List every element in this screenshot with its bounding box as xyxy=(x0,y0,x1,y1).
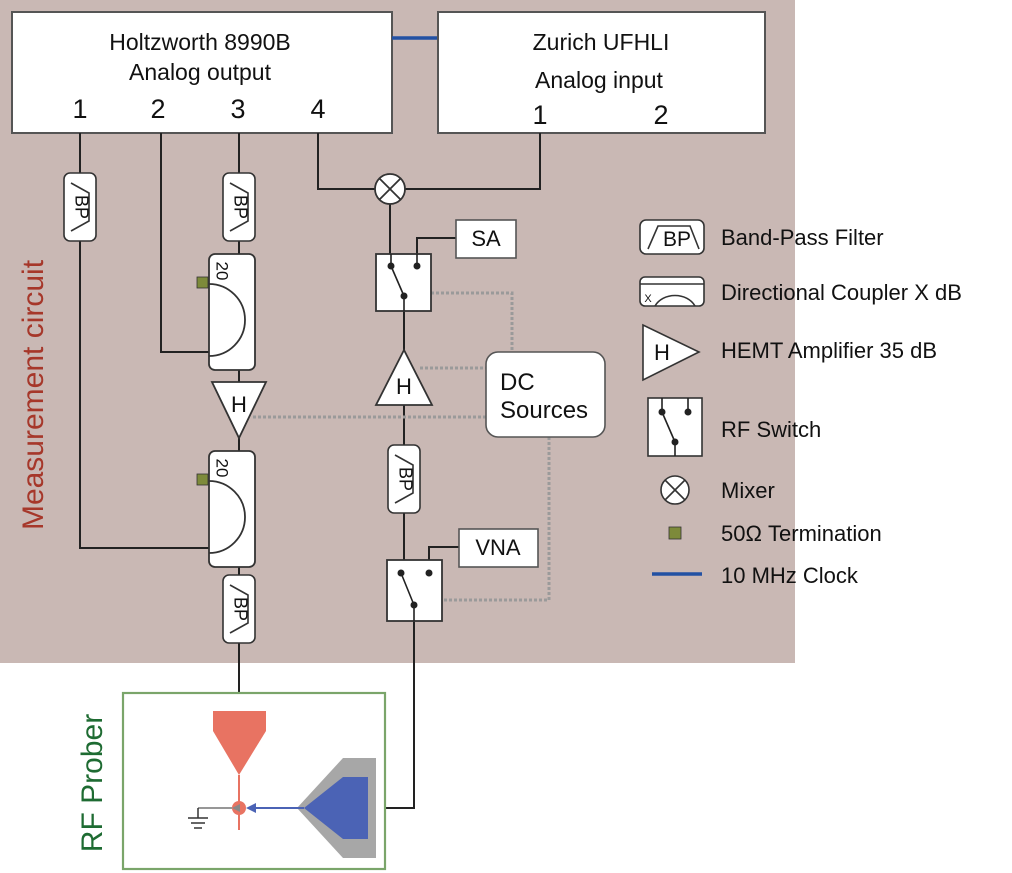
awg-port-1: 1 xyxy=(72,94,87,124)
awg-instrument: Holtzworth 8990B Analog output 1 2 3 4 xyxy=(11,11,393,134)
dc-bias-lines xyxy=(253,291,551,602)
readout-probe-body xyxy=(304,777,368,839)
ground-icon xyxy=(188,807,232,829)
awg-port-4: 4 xyxy=(310,94,325,124)
legend-label-bandpass: Band-Pass Filter xyxy=(721,225,884,250)
lockin-instrument: Zurich UFHLI Analog input 1 2 xyxy=(437,11,766,134)
legend-label-clock: 10 MHz Clock xyxy=(721,563,859,588)
svg-text:X: X xyxy=(644,293,652,305)
bandpass-filter-out-label: BP xyxy=(230,597,250,621)
measurement-circuit-label: Measurement circuit xyxy=(17,259,50,530)
legend-switch-icon xyxy=(647,397,703,457)
drive-probe-head xyxy=(213,711,266,731)
bandpass-filter-return-label: BP xyxy=(395,467,415,491)
vna-label: VNA xyxy=(475,535,521,560)
dc-sources-box: DC Sources xyxy=(485,351,606,438)
spectrum-analyzer-box: SA xyxy=(455,219,517,259)
legend-mixer-icon xyxy=(660,475,690,505)
hemt-drive-label: H xyxy=(231,392,247,417)
dc-sources-line1: DC xyxy=(500,369,535,396)
rf-switch-upper xyxy=(375,253,432,312)
awg-port-3: 3 xyxy=(230,94,245,124)
lockin-port-1: 1 xyxy=(532,100,547,130)
awg-sub: Analog output xyxy=(129,59,272,85)
termination-upper xyxy=(196,276,209,289)
svg-text:BP: BP xyxy=(663,228,691,251)
awg-name: Holtzworth 8990B xyxy=(109,29,291,55)
hemt-amplifier-readout xyxy=(374,348,434,406)
lockin-name: Zurich UFHLI xyxy=(533,29,670,55)
legend-label-termination: 50Ω Termination xyxy=(721,521,882,546)
mixer xyxy=(374,173,406,205)
sa-label: SA xyxy=(471,226,501,251)
awg-port-2: 2 xyxy=(150,94,165,124)
lockin-sub: Analog input xyxy=(535,67,663,93)
rf-prober-label: RF Prober xyxy=(76,714,109,852)
legend-coupler-icon: X xyxy=(639,276,705,307)
hemt-amplifier-drive xyxy=(210,381,268,441)
coupler-upper-label: 20 xyxy=(213,262,232,281)
bandpass-filter-3-label: BP xyxy=(230,195,250,219)
legend-label-coupler: Directional Coupler X dB xyxy=(721,280,962,305)
termination-lower xyxy=(196,473,209,486)
legend-bandpass-icon: BP xyxy=(639,219,705,255)
legend-label-hemt: HEMT Amplifier 35 dB xyxy=(721,338,937,363)
hemt-readout-label: H xyxy=(396,374,412,399)
rf-switch-lower xyxy=(386,559,443,622)
legend-termination-icon xyxy=(668,526,682,540)
legend-label-switch: RF Switch xyxy=(721,417,821,442)
bandpass-filter-1-label: BP xyxy=(71,195,91,219)
legend-label-mixer: Mixer xyxy=(721,478,775,503)
dc-sources-line2: Sources xyxy=(500,397,588,424)
rf-prober-section: RF Prober xyxy=(76,691,387,871)
legend-hemt-icon: H xyxy=(642,323,701,382)
lockin-port-2: 2 xyxy=(653,100,668,130)
svg-text:H: H xyxy=(654,340,670,365)
legend: BP Band-Pass Filter X Directional Couple… xyxy=(639,219,962,588)
coupler-lower-label: 20 xyxy=(213,459,232,478)
drive-probe-tip xyxy=(213,731,266,775)
vna-box: VNA xyxy=(458,528,539,568)
